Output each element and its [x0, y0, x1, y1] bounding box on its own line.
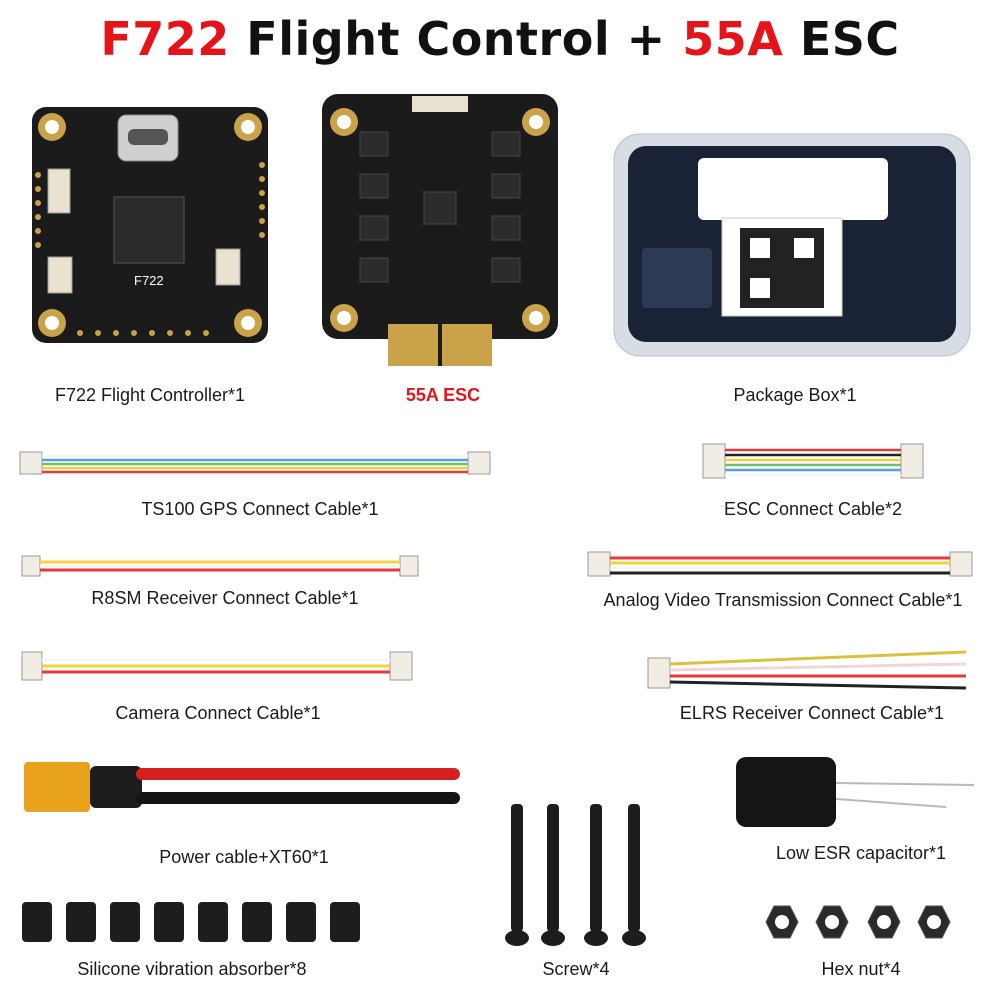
vibration-absorbers-image [22, 902, 360, 942]
label-camera-cable: Camera Connect Cable*1 [115, 703, 321, 723]
esc-image [322, 94, 558, 366]
label-vibration-absorbers: Silicone vibration absorber*8 [77, 959, 307, 979]
capacitor-image [736, 757, 975, 827]
screws-image [505, 804, 646, 946]
label-esc: 55A ESC [405, 385, 481, 405]
label-package-box: Package Box*1 [733, 385, 857, 405]
package-box-image [613, 133, 971, 357]
camera-cable-image [21, 651, 413, 681]
label-hex-nuts: Hex nut*4 [821, 959, 901, 979]
label-elrs-cable: ELRS Receiver Connect Cable*1 [679, 703, 945, 723]
label-esc-cable: ESC Connect Cable*2 [723, 499, 903, 519]
hex-nuts-image [765, 905, 951, 939]
label-power-cable: Power cable+XT60*1 [159, 847, 329, 867]
label-capacitor: Low ESR capacitor*1 [775, 843, 947, 863]
label-flight-controller: F722 Flight Controller*1 [54, 385, 246, 405]
elrs-cable-image [647, 650, 967, 690]
label-vtx-cable: Analog Video Transmission Connect Cable*… [603, 590, 963, 610]
label-r8sm-cable: R8SM Receiver Connect Cable*1 [91, 588, 359, 608]
power-cable-image [24, 762, 460, 812]
vtx-cable-image [587, 551, 973, 577]
page-title: F722 Flight Control + 55A ESC [100, 12, 900, 66]
label-gps-cable: TS100 GPS Connect Cable*1 [141, 499, 379, 519]
esc-cable-image [702, 443, 924, 479]
board-silk-label: F722 [134, 273, 164, 288]
gps-cable-image [19, 451, 491, 475]
r8sm-cable-image [21, 555, 419, 577]
label-screws: Screw*4 [542, 959, 610, 979]
flight-controller-image: F722 [32, 107, 268, 343]
